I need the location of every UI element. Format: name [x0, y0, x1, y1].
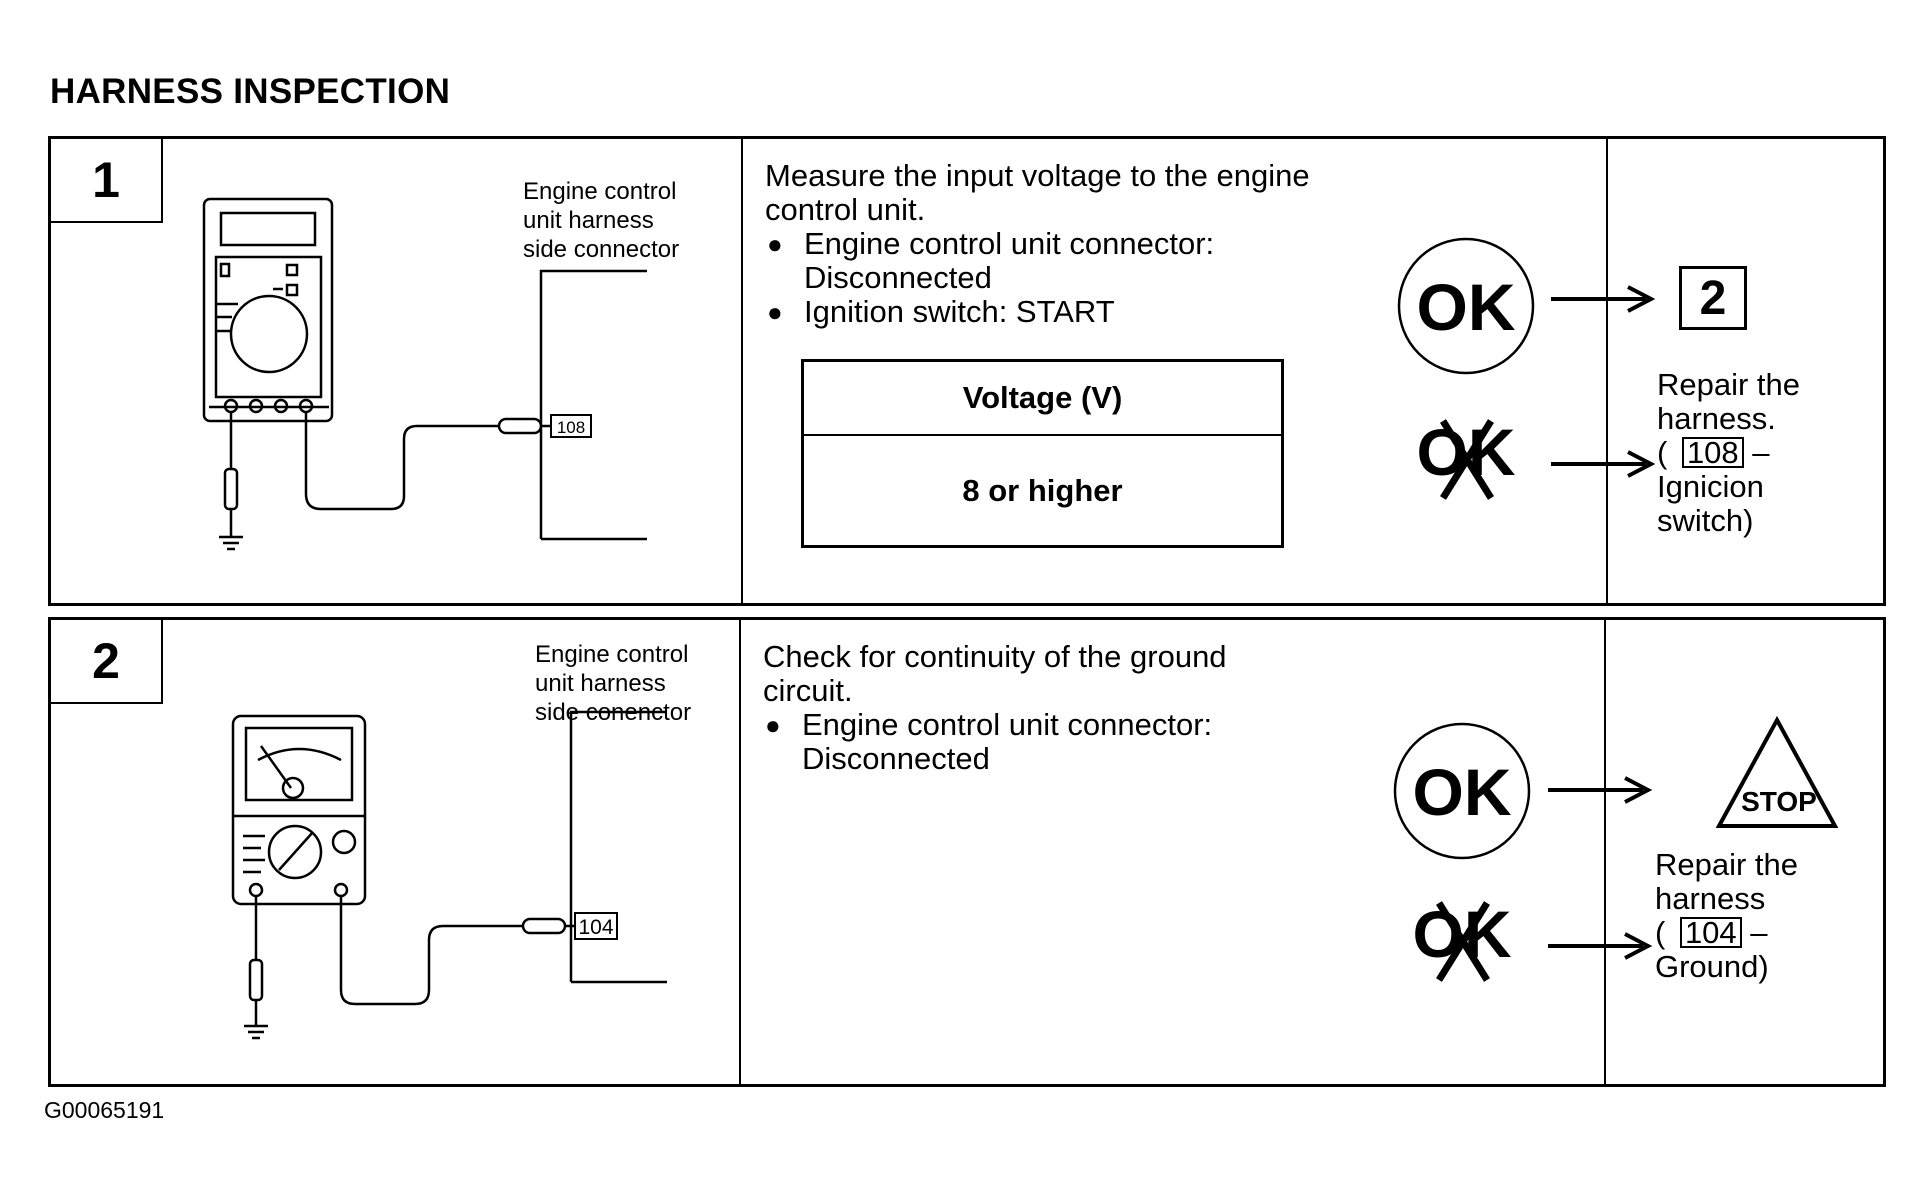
- step-1-panel: 1 108 Engine control unit harness side: [48, 136, 1886, 606]
- figure-code: G00065191: [44, 1097, 165, 1123]
- svg-text:OK: OK: [1413, 755, 1512, 829]
- divider: [1606, 139, 1608, 603]
- ohmmeter-selector-knob: [267, 824, 323, 880]
- instruction-main: Check for continuity of the ground circu…: [763, 639, 1227, 708]
- step-number: 2: [51, 620, 163, 704]
- multimeter-display: [219, 211, 317, 247]
- svg-text:OK: OK: [1417, 270, 1516, 344]
- digital-multimeter-diagram: 108: [202, 197, 647, 551]
- repair-note: Repair the harness ( 104 – Ground): [1655, 847, 1799, 984]
- next-step-box: 2: [1679, 266, 1747, 330]
- bullet-item: Engine control unit connector: Disconnec…: [763, 708, 1323, 776]
- spec-header: Voltage (V): [801, 359, 1284, 436]
- step-number: 1: [51, 139, 163, 223]
- spec-value: 8 or higher: [801, 434, 1284, 548]
- probe-tip: [497, 417, 543, 435]
- step-2-panel: 2 104 Engine control u: [48, 617, 1886, 1087]
- multimeter-dial: [229, 294, 309, 374]
- arrow-right-icon: [1551, 450, 1656, 478]
- ground-symbol: [244, 1000, 268, 1040]
- ok-badge: OK: [1397, 237, 1535, 375]
- cross-out-mark: [1440, 419, 1494, 500]
- terminal-label: 108: [550, 414, 592, 438]
- ohmmeter-scale: [244, 726, 354, 802]
- terminal-label: 104: [574, 912, 618, 940]
- instruction-text: Check for continuity of the ground circu…: [763, 640, 1323, 776]
- bullet-item: Ignition switch: START: [765, 295, 1325, 330]
- arrow-right-icon: [1548, 776, 1653, 804]
- probe-tip: [521, 917, 567, 935]
- ground-symbol: [219, 509, 243, 551]
- probe-lead-red: [304, 412, 499, 511]
- arrow-right-icon: [1548, 932, 1653, 960]
- spec-table: Voltage (V) 8 or higher: [801, 359, 1284, 548]
- multimeter-body: [202, 197, 334, 423]
- analog-ohmmeter-diagram: 104: [231, 710, 667, 1040]
- cross-out-mark: [1436, 901, 1490, 982]
- page-title: HARNESS INSPECTION: [50, 72, 451, 111]
- instruction-main: Measure the input voltage to the engine …: [765, 158, 1310, 227]
- ohmmeter-body: [231, 714, 367, 906]
- svg-text:104: 104: [578, 916, 613, 939]
- multimeter-panel: [214, 255, 323, 399]
- terminal-ref: 108: [1681, 437, 1744, 468]
- bullet-item: Engine control unit connector: Disconnec…: [765, 227, 1325, 295]
- divider: [1604, 620, 1606, 1084]
- divider: [741, 139, 743, 603]
- ng-badge: OK: [1413, 897, 1512, 982]
- ng-badge: OK: [1417, 415, 1516, 500]
- svg-text:STOP: STOP: [1741, 786, 1817, 817]
- stop-triangle-icon: STOP: [1715, 715, 1839, 828]
- terminal-ref: 104: [1679, 917, 1742, 948]
- instruction-text: Measure the input voltage to the engine …: [765, 158, 1325, 330]
- ok-badge: OK: [1393, 722, 1531, 860]
- arrow-right-icon: [1551, 285, 1656, 313]
- connector-harness: [539, 269, 647, 541]
- svg-text:108: 108: [557, 418, 585, 437]
- divider: [739, 620, 741, 1084]
- connector-label: Engine control unit harness side conenct…: [535, 641, 692, 726]
- probe-lead-red: [339, 896, 523, 1006]
- connector-harness: [569, 710, 667, 984]
- repair-note: Repair the harness. ( 108 – Ignicion swi…: [1657, 367, 1801, 538]
- connector-label: Engine control unit harness side connect…: [523, 178, 680, 263]
